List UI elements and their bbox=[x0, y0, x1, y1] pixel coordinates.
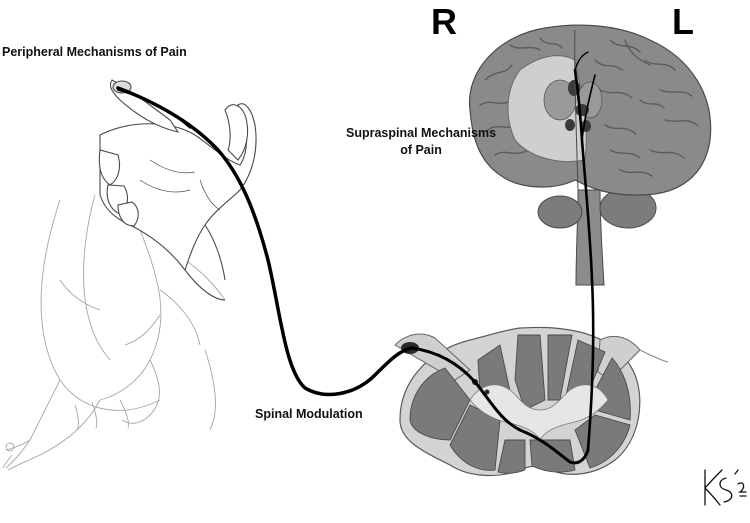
brain-drawing bbox=[468, 24, 712, 286]
supraspinal-label-line1: Supraspinal Mechanisms bbox=[346, 126, 497, 140]
spinal-pathway bbox=[410, 346, 590, 465]
spinal-modulation-label: Spinal Modulation bbox=[255, 407, 363, 421]
peripheral-mechanisms-label: Peripheral Mechanisms of Pain bbox=[2, 45, 187, 59]
spinal-cord-cross-section bbox=[394, 326, 669, 477]
supraspinal-label-line2: of Pain bbox=[400, 143, 442, 157]
artist-signature bbox=[704, 469, 747, 506]
sketched-arm bbox=[2, 194, 226, 471]
pain-pathway bbox=[116, 51, 596, 465]
right-side-marker: R bbox=[431, 1, 457, 42]
peripheral-nerve-path bbox=[116, 86, 414, 397]
hand-drawing bbox=[98, 79, 257, 301]
supraspinal-mechanisms-label: Supraspinal Mechanisms of Pain bbox=[346, 125, 496, 159]
left-side-marker: L bbox=[672, 1, 694, 42]
ascending-tract bbox=[573, 68, 595, 452]
